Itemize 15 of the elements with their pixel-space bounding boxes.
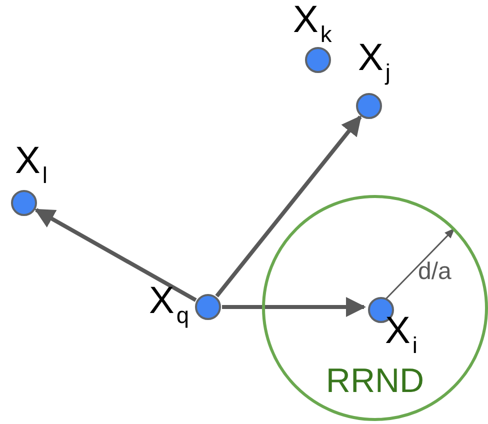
region-label: RRND (324, 364, 426, 398)
point-label: X$_{j}$ (358, 39, 390, 84)
point-label: X$_{q}$ (149, 282, 190, 328)
point-dot (11, 190, 37, 216)
arrow (34, 208, 197, 302)
point-dot (195, 294, 221, 320)
point-label: X$_{k}$ (293, 1, 332, 46)
point-dot (356, 93, 382, 119)
point-dot (305, 47, 331, 73)
arrow (222, 297, 366, 317)
dimension-label: d/a (418, 260, 452, 284)
arrow (215, 115, 362, 298)
point-label: X$_{i}$ (385, 312, 418, 358)
point-label: X$_{l}$ (15, 142, 48, 188)
region-circle (262, 195, 488, 421)
